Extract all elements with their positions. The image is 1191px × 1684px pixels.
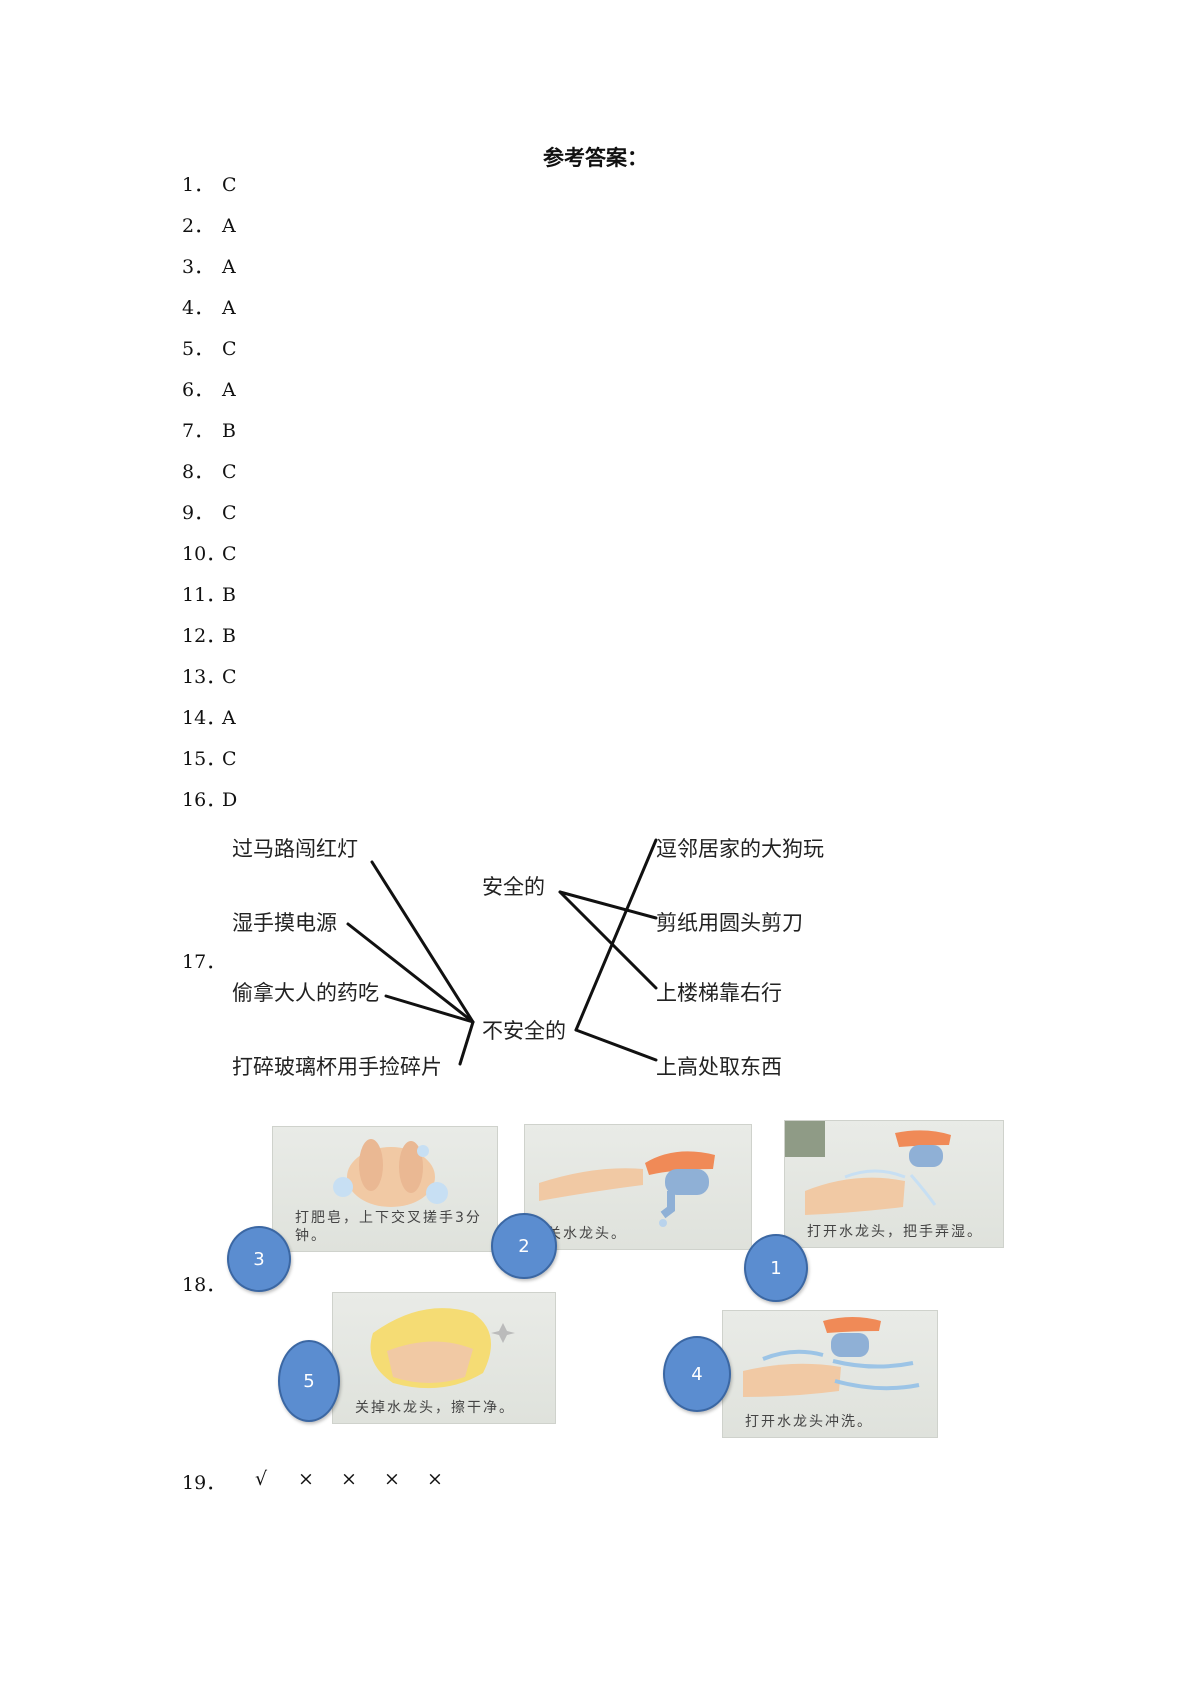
order-bubble: 3 xyxy=(227,1226,291,1292)
picture-soap-hands: 打肥皂，上下交叉搓手3分钟。 xyxy=(272,1126,498,1252)
category-safe: 安全的 xyxy=(482,875,545,899)
picture-close-tap: 关水龙头。 xyxy=(524,1124,752,1250)
answer-choice: C xyxy=(222,666,237,688)
item-broken-glass: 打碎玻璃杯用手捡碎片 xyxy=(232,1055,442,1079)
answer-item: 16．D xyxy=(182,789,238,811)
order-bubble: 5 xyxy=(278,1340,340,1422)
question-18-number: 18． xyxy=(182,1274,226,1296)
answer-item: 6．A xyxy=(182,379,236,401)
answer-choice: A xyxy=(222,215,236,237)
match-line xyxy=(458,1020,475,1066)
order-bubble: 1 xyxy=(744,1234,808,1302)
mark: × xyxy=(384,1468,400,1490)
picture-open-tap-wet-hands: 打开水龙头，把手弄湿。 xyxy=(784,1120,1004,1248)
mark: × xyxy=(298,1468,314,1490)
answer-item: 15．C xyxy=(182,748,237,770)
matching-lines xyxy=(346,838,658,1066)
question-17-number: 17． xyxy=(182,951,226,973)
answer-choice: C xyxy=(222,338,237,360)
answer-item: 2．A xyxy=(182,215,236,237)
mark: × xyxy=(427,1468,443,1490)
answer-choice: B xyxy=(222,625,236,647)
item-big-dog: 逗邻居家的大狗玩 xyxy=(656,837,824,861)
answer-choice: A xyxy=(222,379,236,401)
page-title: 参考答案： xyxy=(543,146,648,170)
answer-item: 10．C xyxy=(182,543,237,565)
answer-choice: B xyxy=(222,584,236,606)
answer-choice: A xyxy=(222,256,236,278)
order-bubble: 2 xyxy=(491,1213,557,1279)
picture-rinse-hands: 打开水龙头冲洗。 xyxy=(722,1310,938,1438)
answer-item: 4．A xyxy=(182,297,236,319)
answer-choice: A xyxy=(222,707,236,729)
caption: 关掉水龙头，擦干净。 xyxy=(355,1399,515,1416)
match-line xyxy=(558,890,658,920)
picture-dry-hands: 关掉水龙头，擦干净。 xyxy=(332,1292,556,1424)
answer-item: 3．A xyxy=(182,256,236,278)
match-line xyxy=(574,1028,658,1062)
answer-choice: C xyxy=(222,461,237,483)
answer-item: 13．C xyxy=(182,666,237,688)
question-19-number: 19． xyxy=(182,1472,226,1494)
answer-item: 9．C xyxy=(182,502,237,524)
match-line xyxy=(370,860,475,1024)
match-line xyxy=(574,838,658,1032)
category-unsafe: 不安全的 xyxy=(482,1019,566,1043)
rinse-hands-illustration xyxy=(743,1317,920,1397)
item-keep-right-stairs: 上楼梯靠右行 xyxy=(656,981,782,1005)
answer-choice: C xyxy=(222,543,237,565)
match-line xyxy=(346,922,475,1024)
caption: 打开水龙头冲洗。 xyxy=(745,1413,873,1430)
answer-choice: C xyxy=(222,174,237,196)
answer-item: 11．B xyxy=(182,584,236,606)
caption: 关水龙头。 xyxy=(547,1225,627,1242)
item-take-medicine: 偷拿大人的药吃 xyxy=(232,981,379,1005)
caption: 打开水龙头，把手弄湿。 xyxy=(807,1223,983,1240)
dry-hands-illustration xyxy=(370,1308,515,1389)
caption: 打肥皂，上下交叉搓手3分钟。 xyxy=(295,1210,482,1244)
answer-item: 14．A xyxy=(182,707,236,729)
answer-item: 8．C xyxy=(182,461,237,483)
match-line xyxy=(558,890,658,990)
item-reach-high: 上高处取东西 xyxy=(656,1055,782,1079)
mark: √ xyxy=(255,1468,268,1490)
match-line xyxy=(384,994,475,1024)
item-wet-hands-power: 湿手摸电源 xyxy=(232,911,337,935)
close-tap-illustration xyxy=(539,1151,715,1227)
answer-item: 7．B xyxy=(182,420,236,442)
answer-choice: D xyxy=(222,789,238,811)
mark: × xyxy=(341,1468,357,1490)
item-run-red-light: 过马路闯红灯 xyxy=(232,837,358,861)
answer-choice: C xyxy=(222,502,237,524)
answer-choice: B xyxy=(222,420,236,442)
answer-choice: C xyxy=(222,748,237,770)
soap-hands-illustration xyxy=(333,1139,448,1207)
answer-item: 5．C xyxy=(182,338,237,360)
answer-item: 1．C xyxy=(182,174,237,196)
order-bubble: 4 xyxy=(663,1336,731,1412)
question-19-marks: √ × × × × xyxy=(255,1468,470,1490)
answer-choice: A xyxy=(222,297,236,319)
wet-hands-illustration xyxy=(785,1121,951,1215)
item-round-scissors: 剪纸用圆头剪刀 xyxy=(656,911,803,935)
answer-item: 12．B xyxy=(182,625,236,647)
